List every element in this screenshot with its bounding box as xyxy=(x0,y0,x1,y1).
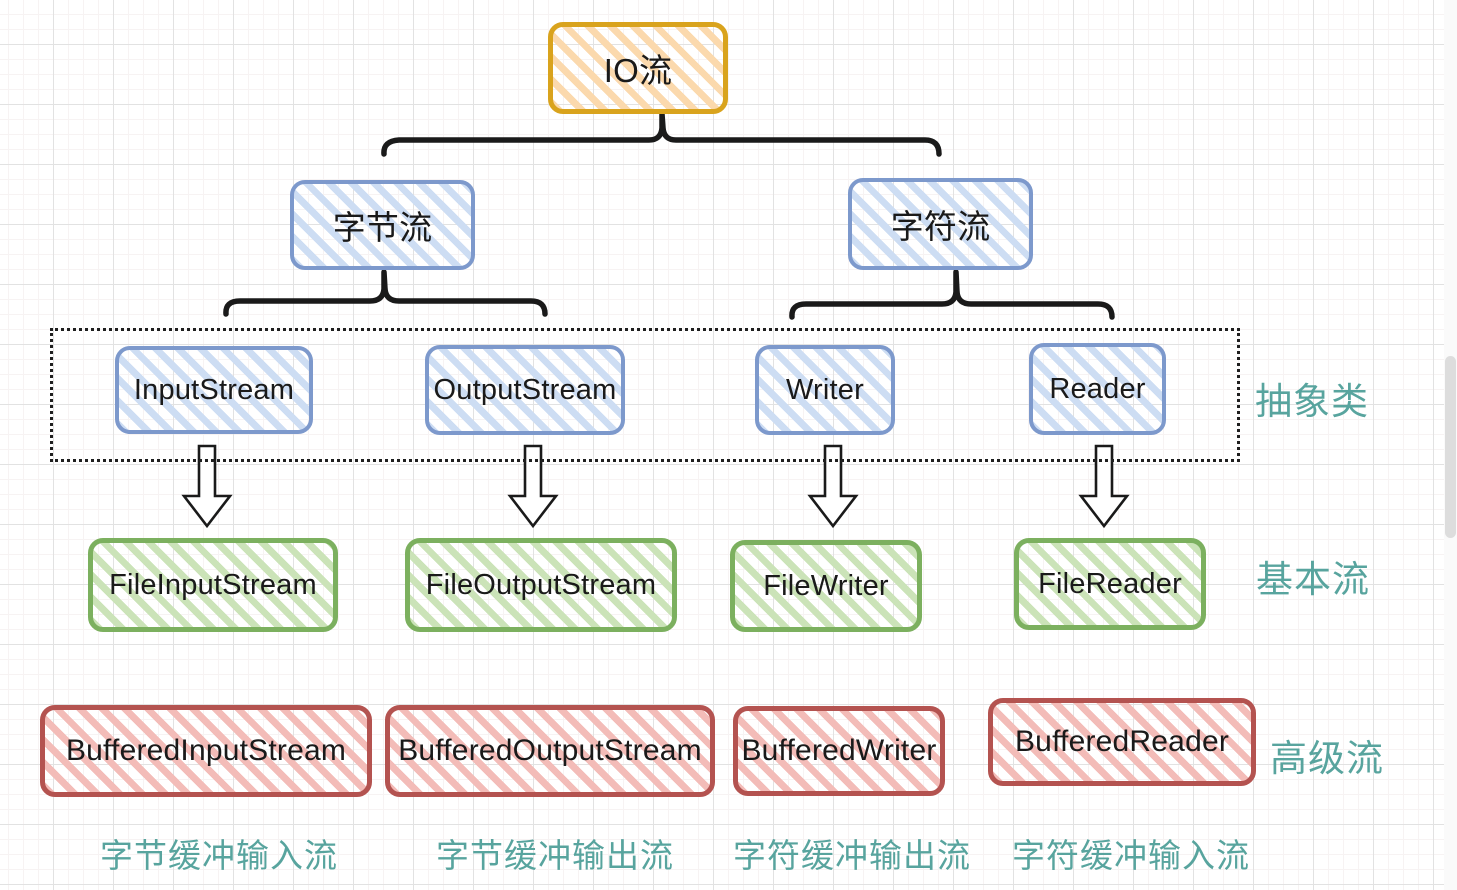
node-label: 字符流 xyxy=(890,208,991,245)
node-label: FileWriter xyxy=(763,569,889,602)
node-bufferedwriter: BufferedWriter xyxy=(733,706,945,796)
node-label: BufferedInputStream xyxy=(65,734,347,767)
caption-byte-buffered-input: 字节缓冲输入流 xyxy=(100,837,338,874)
node-label: FileReader xyxy=(1038,567,1182,600)
scrollbar-thumb[interactable] xyxy=(1445,356,1456,538)
node-label: OutputStream xyxy=(433,373,617,406)
vertical-scrollbar[interactable] xyxy=(1444,0,1457,890)
brace-connector-io xyxy=(381,111,942,157)
node-label: BufferedReader xyxy=(1014,725,1230,758)
node-label: BufferedWriter xyxy=(741,734,937,767)
node-label: InputStream xyxy=(133,373,295,406)
node-label: Writer xyxy=(786,373,864,406)
node-filewriter: FileWriter xyxy=(730,540,922,632)
node-bufferedreader: BufferedReader xyxy=(988,698,1256,786)
node-bufferedoutputstream: BufferedOutputStream xyxy=(385,705,715,797)
basic-group-label: 基本流 xyxy=(1256,559,1370,600)
brace-connector-byte-stream xyxy=(223,269,548,317)
node-io-stream: IO流 xyxy=(548,22,728,114)
caption-char-buffered-input: 字符缓冲输入流 xyxy=(1012,837,1250,874)
abstract-group-outline xyxy=(50,328,1240,462)
caption-byte-buffered-output: 字节缓冲输出流 xyxy=(436,837,674,874)
node-writer: Writer xyxy=(755,345,895,435)
node-outputstream: OutputStream xyxy=(425,345,625,435)
node-label: BufferedOutputStream xyxy=(398,734,702,767)
node-label: FileInputStream xyxy=(109,568,317,601)
abstract-group-label: 抽象类 xyxy=(1255,381,1369,422)
node-reader: Reader xyxy=(1029,343,1166,435)
brace-connector-char-stream xyxy=(789,269,1115,320)
node-label: IO流 xyxy=(603,52,673,89)
node-filereader: FileReader xyxy=(1014,538,1206,630)
node-label: 字节流 xyxy=(332,209,433,246)
node-bufferedinputstream: BufferedInputStream xyxy=(40,705,372,797)
caption-char-buffered-output: 字符缓冲输出流 xyxy=(733,837,971,874)
node-label: Reader xyxy=(1049,372,1146,405)
node-label: FileOutputStream xyxy=(425,568,657,601)
node-byte-stream: 字节流 xyxy=(290,180,475,270)
node-char-stream: 字符流 xyxy=(848,178,1033,270)
node-fileinputstream: FileInputStream xyxy=(88,538,338,632)
node-inputstream: InputStream xyxy=(115,346,313,434)
advanced-group-label: 高级流 xyxy=(1270,738,1384,779)
node-fileoutputstream: FileOutputStream xyxy=(405,538,677,632)
